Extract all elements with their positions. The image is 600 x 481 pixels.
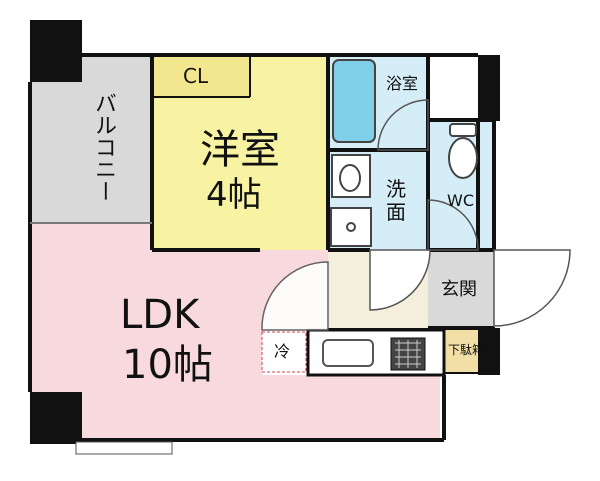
shoe-cabinet-label: 下駄箱: [448, 343, 485, 357]
toilet-tank: [449, 123, 477, 137]
column-bottom-left: [30, 392, 82, 444]
ldk-size: 10帖: [122, 342, 213, 388]
western-room-name: 洋室: [200, 127, 280, 173]
column-bottom-right: [478, 328, 500, 375]
balcony-label: バルコニー: [91, 92, 116, 202]
window-bottom: [75, 441, 173, 455]
western-room-size: 4帖: [206, 175, 262, 215]
washroom-label: 洗 面: [386, 177, 406, 224]
sink: [322, 339, 374, 367]
column-top-right: [478, 55, 500, 121]
balcony-floor: [30, 55, 152, 223]
column-top-left: [30, 20, 82, 82]
fridge-space: [261, 331, 307, 373]
ldk-floor: [30, 223, 440, 440]
closet-label: CL: [183, 64, 209, 88]
fridge-label: 冷: [274, 342, 291, 361]
entrance-label: 玄関: [441, 279, 477, 300]
washing-machine-space: [330, 207, 372, 247]
toilet-bowl: [448, 137, 478, 179]
bathroom-label: 浴室: [386, 74, 419, 93]
closet-floor: [152, 55, 250, 97]
bathtub: [332, 59, 376, 143]
toilet-label: WC: [447, 191, 474, 210]
entrance-floor: [428, 250, 494, 328]
ldk-name: LDK: [120, 292, 200, 338]
